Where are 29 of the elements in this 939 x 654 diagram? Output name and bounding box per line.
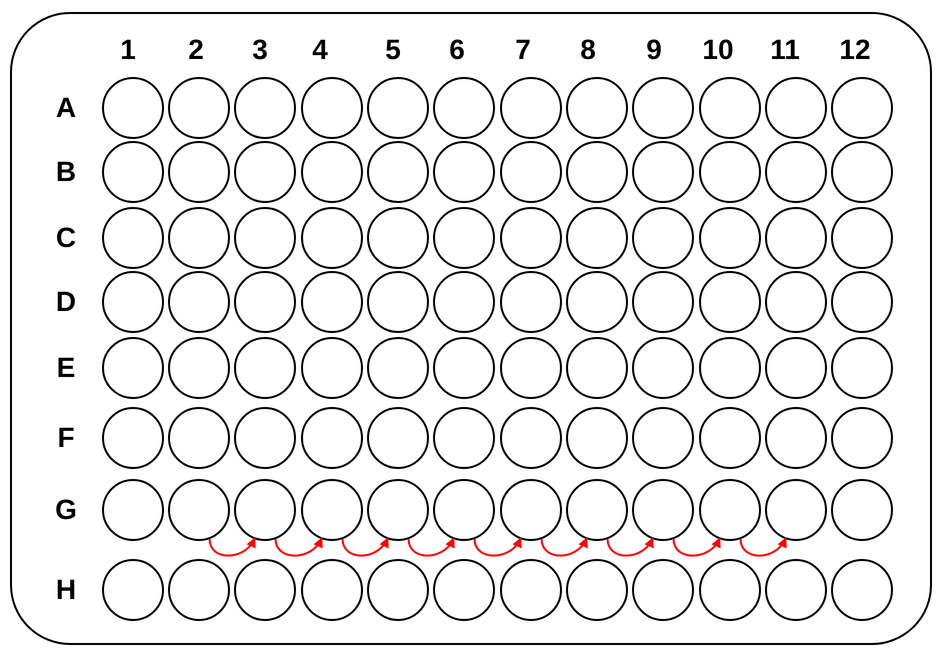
column-number: 10 xyxy=(702,36,734,64)
row-letter: E xyxy=(56,354,76,382)
row-letter: H xyxy=(56,576,76,604)
arrow xyxy=(474,537,522,557)
column-number: 2 xyxy=(188,36,204,64)
row-letter: A xyxy=(56,94,76,122)
row-letter: F xyxy=(57,424,75,452)
arrow xyxy=(672,537,720,557)
column-number: 6 xyxy=(449,36,465,64)
column-number: 7 xyxy=(515,36,531,64)
arrow xyxy=(540,537,588,557)
column-number: 4 xyxy=(312,36,328,64)
row-letter: D xyxy=(56,288,76,316)
arrow xyxy=(208,537,256,557)
arrow xyxy=(606,537,654,557)
column-number: 5 xyxy=(385,36,401,64)
row-letter: C xyxy=(56,224,76,252)
column-number: 8 xyxy=(580,36,596,64)
row-letter: G xyxy=(55,496,77,524)
arrow xyxy=(342,537,388,557)
column-number: 11 xyxy=(770,36,800,64)
column-number: 9 xyxy=(646,36,662,64)
arrow xyxy=(274,537,322,557)
row-letter: B xyxy=(56,158,76,186)
arrow xyxy=(408,537,454,557)
column-number: 3 xyxy=(252,36,268,64)
column-number: 1 xyxy=(120,36,136,64)
column-number: 12 xyxy=(839,36,871,64)
arrow xyxy=(740,537,786,557)
